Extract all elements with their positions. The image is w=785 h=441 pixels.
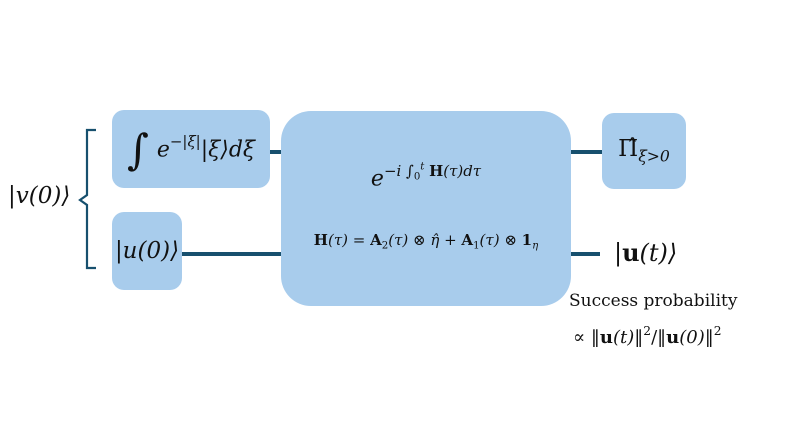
hamiltonian-symbol: H — [313, 231, 328, 249]
hamiltonian-definition: H(τ) = A2(τ) ⊗ η̂ + A1(τ) ⊗ 1η — [281, 231, 571, 252]
initial-state-text: |u(0)⟩ — [114, 238, 180, 264]
output-u-symbol: u — [622, 238, 640, 267]
hamiltonian-arg: (τ) = — [327, 231, 371, 249]
fraction-slash: /‖ — [651, 326, 667, 348]
success-probability-formula: ∝ ‖u(t)‖2/‖u(0)‖2 — [573, 324, 722, 348]
ket-measure: |ξ⟩dξ — [200, 136, 256, 162]
integral-upper-limit: t — [420, 161, 425, 172]
a1-subscript: 1 — [473, 240, 480, 252]
a2-term: (τ) ⊗ η̂ + — [388, 231, 462, 249]
input-brace — [78, 128, 96, 270]
numerator-u: u — [599, 326, 613, 348]
gaussian-expression: ∫ e−|ξ||ξ⟩dξ — [127, 125, 255, 174]
denominator-rest: (0)‖ — [679, 326, 714, 348]
numerator-rest: (t)‖ — [613, 326, 644, 348]
integral-sign: ∫ — [126, 124, 149, 174]
identity-symbol: 1 — [521, 231, 533, 249]
a2-subscript: 2 — [381, 240, 389, 252]
proportional-sign: ∝ ‖ — [573, 326, 600, 348]
a1-symbol: A — [461, 231, 474, 249]
projector-expression: Π̂ξ>0 — [618, 136, 670, 165]
success-probability-label: Success probability — [569, 291, 738, 311]
output-ket-open: | — [614, 239, 623, 267]
input-state-label: |v(0)⟩ — [8, 183, 70, 209]
denominator-exponent: 2 — [713, 324, 722, 338]
exp-power: −|ξ| — [169, 132, 201, 151]
denominator-u: u — [666, 326, 680, 348]
exp-base: e — [156, 136, 170, 162]
numerator-exponent: 2 — [643, 324, 652, 338]
initial-state-box: |u(0)⟩ — [112, 212, 182, 290]
output-state-label: |u(t)⟩ — [614, 238, 677, 267]
evolution-exp-prefix: −i ∫ — [383, 161, 414, 180]
output-ket-close: (t)⟩ — [639, 239, 678, 267]
projector-box: Π̂ξ>0 — [602, 113, 686, 189]
evolution-box: e−i ∫0t H(τ)dτ H(τ) = A2(τ) ⊗ η̂ + A1(τ)… — [281, 111, 571, 306]
a2-symbol: A — [370, 231, 382, 249]
identity-subscript: η — [532, 240, 539, 252]
evolution-hamiltonian-symbol: H — [429, 161, 444, 180]
a1-term: (τ) ⊗ — [479, 231, 522, 249]
projector-subscript: ξ>0 — [638, 146, 670, 166]
evolution-exp-base: e — [370, 166, 384, 192]
input-state-text: |v(0)⟩ — [8, 183, 71, 209]
projector-symbol: Π̂ — [618, 136, 639, 163]
integral-lower-limit: 0 — [413, 171, 421, 183]
gaussian-superposition-box: ∫ e−|ξ||ξ⟩dξ — [112, 110, 270, 188]
evolution-exp-suffix: (τ)dτ — [443, 161, 482, 180]
evolution-operator: e−i ∫0t H(τ)dτ — [281, 161, 571, 191]
